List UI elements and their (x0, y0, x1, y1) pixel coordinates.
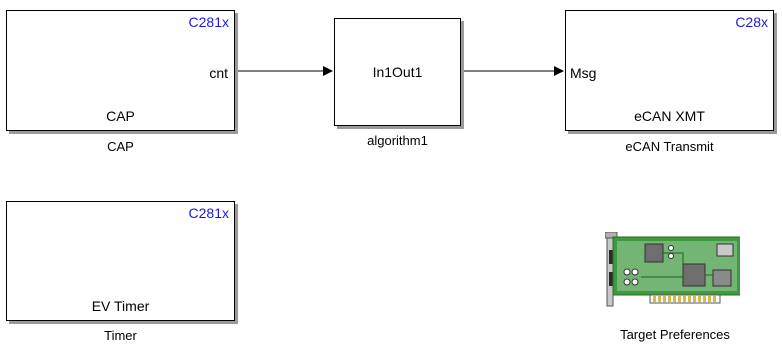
output-port-label: cnt (209, 65, 228, 81)
timer-block[interactable]: C281x EV Timer (6, 201, 235, 321)
block-inner-label: CAP (106, 108, 135, 124)
ecan-transmit-block-caption: eCAN Transmit (625, 139, 714, 154)
processor-tag: C28x (735, 14, 768, 30)
ecan-transmit-block[interactable]: C28x Msg eCAN XMT (565, 10, 774, 131)
target-preferences-block[interactable] (604, 231, 742, 317)
processor-tag: C281x (188, 14, 229, 30)
target-preferences-caption: Target Preferences (620, 327, 730, 342)
block-inner-label: eCAN XMT (634, 108, 705, 124)
algorithm-block-caption: algorithm1 (367, 133, 428, 148)
block-inner-label: EV Timer (91, 298, 150, 314)
processor-tag: C281x (188, 205, 229, 221)
cap-block-caption: CAP (107, 139, 134, 154)
block-inner-label: In1Out1 (372, 64, 423, 80)
algorithm-block[interactable]: In1Out1 (334, 18, 461, 126)
cap-block[interactable]: C281x cnt CAP (6, 10, 235, 131)
input-port-label: Msg (570, 65, 597, 81)
timer-block-caption: Timer (104, 328, 137, 343)
pci-board-icon (604, 231, 742, 307)
